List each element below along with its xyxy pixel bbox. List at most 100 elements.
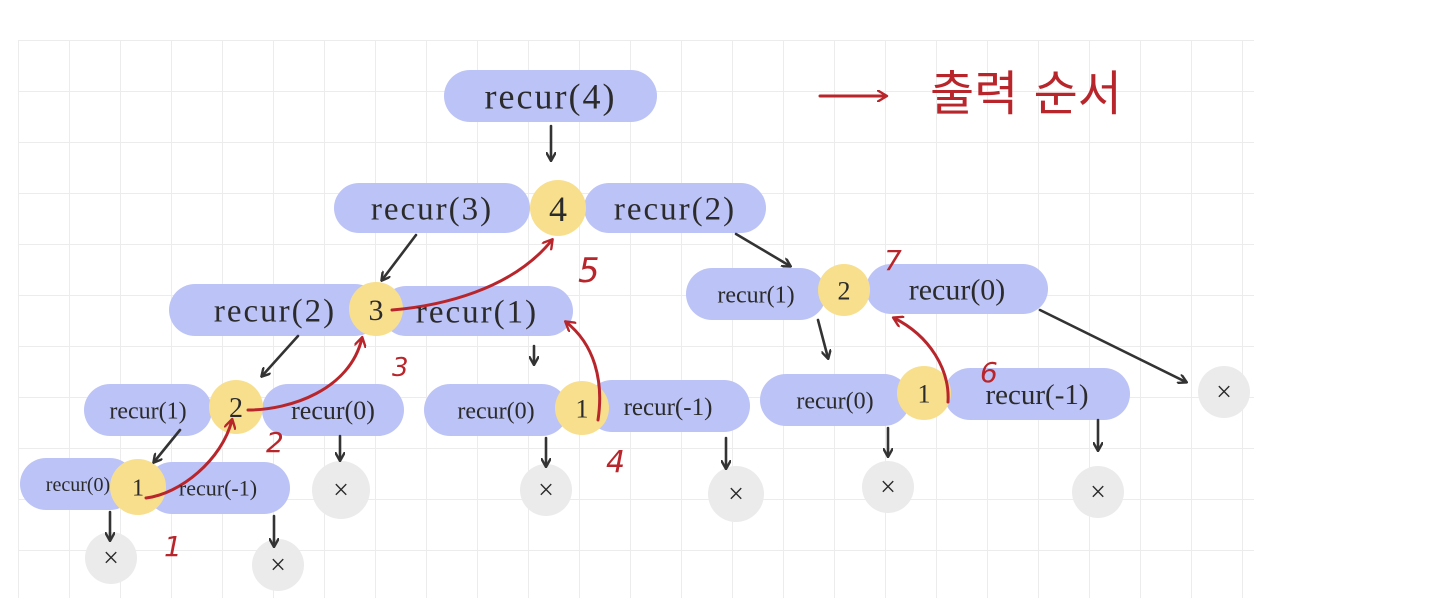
call-pill [424, 384, 568, 436]
leaf-node-x2 [252, 539, 304, 591]
order-arrow [144, 420, 232, 500]
call-pill [944, 368, 1130, 420]
value-circle [897, 366, 951, 420]
leaf-circle [252, 539, 304, 591]
leaf-circle [85, 532, 137, 584]
value-label: 1 [576, 394, 589, 423]
call-node-cm1b [146, 462, 290, 514]
call-node-c1b [381, 286, 573, 336]
call-node-c0c [20, 458, 136, 510]
call-label: recur(1) [416, 295, 538, 331]
leaf-node-x7 [1072, 466, 1124, 518]
value-node-v1a [110, 459, 166, 515]
value-label: 3 [369, 294, 384, 327]
call-label: recur(-1) [179, 476, 257, 501]
value-label: 2 [229, 393, 243, 424]
order-arrow [894, 318, 950, 404]
value-node-v2a [209, 380, 263, 434]
value-label: 1 [918, 379, 931, 408]
call-node-c0b [424, 384, 568, 436]
value-circle [209, 380, 263, 434]
call-pill [760, 374, 910, 426]
call-label: recur(0) [909, 274, 1006, 307]
order-number: 7 [884, 244, 902, 277]
leaf-node-x4 [520, 464, 572, 516]
value-circle [349, 282, 403, 336]
x-icon: × [333, 475, 349, 506]
leaf-node-x1 [85, 532, 137, 584]
call-label: recur(-1) [624, 394, 713, 421]
value-node-v1c [897, 366, 951, 420]
value-node-v3 [349, 282, 403, 336]
call-pill [381, 286, 573, 336]
order-number: 3 [392, 353, 409, 383]
leaf-node-x6 [862, 461, 914, 513]
order-arrow [566, 322, 602, 422]
call-label: recur(0) [457, 398, 534, 424]
x-icon: × [270, 550, 286, 581]
call-label: recur(3) [371, 192, 493, 228]
call-node-c0a [262, 384, 404, 436]
leaf-node-x8 [1198, 366, 1250, 418]
value-circle [530, 180, 586, 236]
call-label: recur(2) [614, 192, 736, 228]
call-arrow [816, 318, 828, 358]
value-circle [818, 264, 870, 316]
value-circle [110, 459, 166, 515]
call-arrow [734, 232, 790, 266]
leaf-circle [1198, 366, 1250, 418]
call-pill [146, 462, 290, 514]
call-node-c1a [84, 384, 212, 436]
leaf-circle [1072, 466, 1124, 518]
call-label: recur(4) [485, 77, 617, 117]
call-arrow [382, 233, 418, 280]
x-icon: × [728, 479, 744, 510]
call-pill [169, 284, 381, 336]
call-pill [20, 458, 136, 510]
call-label: recur(2) [214, 294, 336, 330]
order-number: 6 [980, 356, 998, 389]
call-pill [866, 264, 1048, 314]
call-pill [262, 384, 404, 436]
value-circle [555, 381, 609, 435]
leaf-circle [862, 461, 914, 513]
call-pill [686, 268, 826, 320]
leaf-circle [312, 461, 370, 519]
x-icon: × [103, 543, 119, 574]
leaf-circle [520, 464, 572, 516]
order-number: 1 [164, 530, 182, 563]
value-node-v4 [530, 180, 586, 236]
call-node-c2a [169, 284, 381, 336]
value-label: 4 [549, 189, 567, 229]
x-icon: × [880, 472, 896, 503]
leaf-circle [708, 466, 764, 522]
value-label: 1 [132, 476, 144, 502]
order-number: 5 [578, 251, 600, 291]
x-icon: × [1090, 477, 1106, 508]
call-node-c0d [760, 374, 910, 426]
call-label: recur(0) [46, 474, 110, 496]
call-pill [334, 183, 530, 233]
call-arrow [154, 428, 182, 462]
call-node-cm1c [944, 368, 1130, 420]
order-arrow [390, 240, 552, 312]
x-icon: × [1216, 377, 1232, 408]
call-node-c1c [686, 268, 826, 320]
call-node-c0e [866, 264, 1048, 314]
call-arrow [262, 334, 300, 376]
value-node-v2b [818, 264, 870, 316]
call-pill [584, 183, 766, 233]
order-number: 4 [606, 445, 625, 480]
call-node-c3 [334, 183, 530, 233]
call-node-cm1a [586, 380, 750, 432]
call-label: recur(0) [796, 388, 873, 414]
order-number: 2 [266, 426, 284, 459]
call-node-c2b [584, 183, 766, 233]
leaf-node-x5 [708, 466, 764, 522]
call-node-c4 [444, 70, 657, 122]
call-label: recur(0) [291, 396, 375, 425]
call-label: recur(1) [109, 398, 186, 424]
call-label: recur(-1) [985, 379, 1088, 411]
